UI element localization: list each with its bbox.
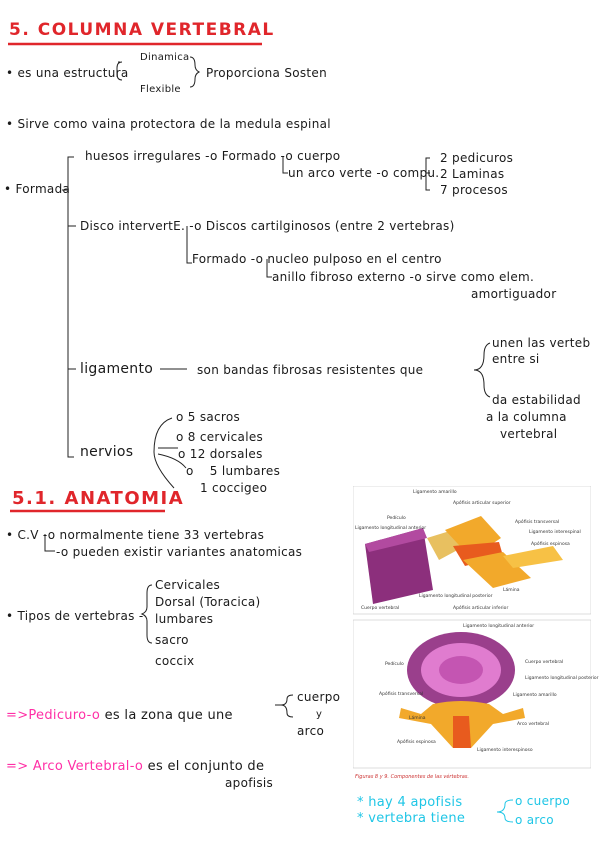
fig-label-b-lig-long-ant: Ligamento longitudinal anterior — [463, 624, 535, 629]
anillo-fibroso: anillo fibroso externo -o sirve como ele… — [272, 270, 535, 284]
pedicuros-item: 2 pedicuros — [440, 151, 514, 165]
laminas-item: 2 Laminas — [440, 167, 505, 181]
cv-line-1: • C.V -o normalmente tiene 33 vertebras — [6, 528, 265, 542]
ligamento-desc: son bandas fibrosas resistentes que — [197, 363, 424, 377]
fig-label-apof-art-sup: Apófisis articular superior — [453, 501, 511, 506]
cv-line-2: -o pueden existir variantes anatomicas — [56, 545, 303, 559]
dinamica-label: Dinamica — [140, 52, 190, 63]
unen-line-2: entre si — [492, 352, 540, 366]
da-line-2: a la columna — [486, 410, 567, 424]
fig-label-b-apof-transversal: Apófisis transversal — [379, 692, 424, 697]
tipos-label: • Tipos de vertebras - — [6, 609, 144, 623]
disco-intervertebral: Disco intervertE. -o Discos cartilginoso… — [80, 219, 455, 233]
pedicuro-def: =>Pedicuro-o es la zona que une — [6, 708, 233, 723]
vertebra-illustration — [352, 485, 592, 769]
vaina-text: Sirve como vaina protectora de la medula… — [17, 117, 331, 131]
fig-label-lig-long-post: Ligamento longitudinal posterior — [419, 594, 493, 599]
fig-label-b-pediculo: Pedículo — [385, 662, 404, 667]
transverse-process — [503, 546, 563, 568]
fig-label-b-lig-interespinoso: Ligamento interespinoso — [477, 748, 533, 753]
pedicuro-opt-arco: arco — [297, 724, 325, 738]
tipo-dorsal: Dorsal (Toracica) — [155, 595, 261, 609]
note-apofisis: * hay 4 apofisis — [357, 795, 463, 810]
huesos-irregulares: huesos irregulares -o Formado -o cuerpo — [85, 149, 341, 163]
fig-label-lig-amarillo: Ligamento amarillo — [413, 490, 457, 495]
estructura-line: • es una estructura — [6, 66, 129, 80]
da-line-1: da estabilidad — [492, 393, 581, 407]
flexible-label: Flexible — [140, 84, 181, 95]
formada-text: Formada — [15, 182, 71, 196]
fig-label-apof-transversal: Apófisis transversal — [515, 520, 560, 525]
figure-caption: Figuras 8 y 9. Componentes de las vérteb… — [355, 774, 470, 780]
unen-line-1: unen las verteb — [492, 336, 591, 350]
note-opt-cuerpo: o cuerpo — [515, 794, 571, 808]
nervio-item-coccigeo: 1 coccigeo — [200, 481, 268, 495]
amortiguador-label: amortiguador — [471, 287, 557, 301]
fig-label-b-arco-vertebral: Arco vertebral — [517, 722, 550, 727]
section-5-number: 5. — [9, 20, 31, 40]
tipo-cervicales: Cervicales — [155, 578, 221, 592]
fig-label-apof-espinosa: Apófisis espinosa — [531, 542, 570, 547]
da-line-3: vertebral — [500, 427, 558, 441]
spinous-process-side — [463, 552, 531, 588]
tipo-coccix: coccix — [155, 654, 195, 668]
nervio-item-lumbares: o 5 lumbares — [186, 464, 281, 478]
fig-label-b-cuerpo-vertebral: Cuerpo vertebral — [525, 660, 564, 665]
fig-label-b-lig-long-post: Ligamento longitudinal posterior — [525, 676, 599, 681]
fig-label-lamina: Lámina — [503, 588, 520, 593]
fig-label-b-apof-espinosa: Apófisis espinosa — [397, 740, 436, 745]
tipo-sacro: sacro — [155, 633, 189, 647]
fig-label-apof-art-inf: Apófisis articular inferior — [453, 606, 509, 611]
fig-label-cuerpo-vertebral: Cuerpo vertebral — [361, 606, 400, 611]
formada-label: • Formada — [4, 182, 71, 196]
ligamento-label: ligamento — [80, 361, 154, 377]
proporciona-sosten: Proporciona Sosten — [206, 66, 328, 80]
nervios-label: nervios — [80, 444, 134, 460]
arco-vertebral-def: => Arco Vertebral-o es el conjunto de — [6, 759, 265, 774]
nervio-item-sacros: o 5 sacros — [176, 410, 241, 424]
pedicuro-opt-cuerpo: cuerpo — [297, 690, 341, 704]
pedicuro-opt-y: y — [316, 709, 323, 720]
arco-apofisis: apofisis — [225, 776, 274, 790]
estructura-lead: es una estructura — [17, 66, 129, 80]
vertebra-figure: Ligamento amarillo Apófisis articular su… — [352, 485, 599, 784]
fig-label-pediculo: Pedículo — [387, 516, 406, 521]
vaina-line: • Sirve como vaina protectora de la medu… — [6, 117, 331, 131]
procesos-item: 7 procesos — [440, 183, 508, 197]
fig-label-b-lamina: Lámina — [409, 716, 426, 721]
section-51-title: ANATOMIA — [64, 488, 185, 509]
note-opt-arco: o arco — [515, 813, 554, 827]
section-51-heading: 5.1. ANATOMIA — [12, 488, 184, 509]
note-vertebra: * vertebra tiene — [357, 811, 466, 826]
section-5-heading: 5. COLUMNA VERTEBRAL — [9, 20, 275, 40]
section-5-title: COLUMNA VERTEBRAL — [37, 20, 275, 40]
tipo-lumbares: lumbares — [155, 612, 214, 626]
disco-formado-nucleo: Formado -o nucleo pulposo en el centro — [192, 252, 442, 266]
section-51-number: 5.1. — [12, 488, 57, 509]
arco-verte-line: un arco verte -o compu. — [288, 166, 440, 180]
fig-label-lig-long-ant: Ligamento longitudinal anterior — [355, 526, 427, 531]
nervio-item-cervicales: o 8 cervicales — [176, 430, 264, 444]
articular-process — [445, 516, 501, 558]
fig-label-lig-interespinal: Ligamento interespinal — [529, 530, 581, 535]
nervio-item-dorsales: o 12 dorsales — [178, 447, 263, 461]
fig-label-b-lig-amarillo: Ligamento amarillo — [513, 693, 557, 698]
